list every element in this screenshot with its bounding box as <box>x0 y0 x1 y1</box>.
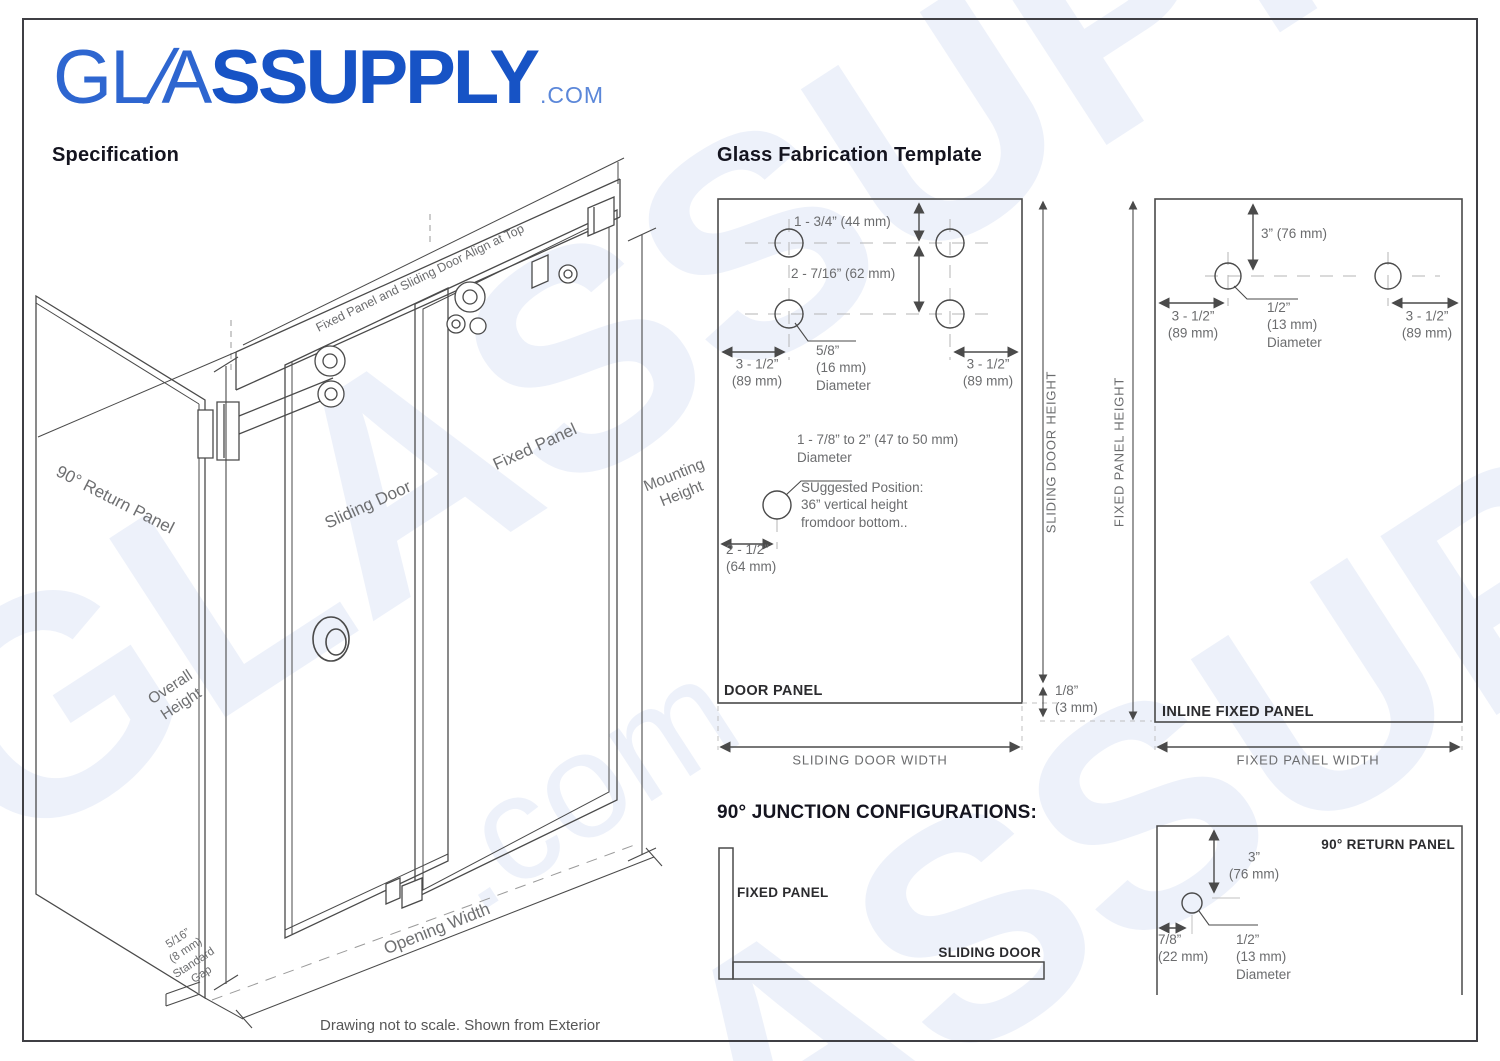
logo-text-bold: SSUPPLY <box>210 35 540 120</box>
specification-heading: Specification <box>52 144 180 166</box>
logo-text-a: A <box>161 35 213 120</box>
junction-heading: 90° JUNCTION CONFIGURATIONS: <box>717 802 1038 823</box>
return-dim-left: 7/8” (22 mm) <box>1158 932 1209 965</box>
door-hole-note: 5/8” (16 mm) Diameter <box>816 343 871 393</box>
logo-tld: .COM <box>540 82 605 108</box>
door-suggested-note: SUggested Position: 36” vertical height … <box>801 480 924 530</box>
inline-hole-note: 1/2” (13 mm) Diameter <box>1267 300 1322 350</box>
inline-dim-left: 3 - 1/2” (89 mm) <box>1167 308 1219 341</box>
sliding-door-height-label: SLIDING DOOR HEIGHT <box>1043 370 1059 534</box>
inline-dim-top: 3” (76 mm) <box>1261 226 1328 241</box>
inline-dim-right: 3 - 1/2” (89 mm) <box>1401 308 1453 341</box>
door-dim-left: 3 - 1/2” (89 mm) <box>731 356 783 389</box>
door-dim-handle: 2 - 1/2” (64 mm) <box>726 542 777 575</box>
inline-panel-diagram <box>1154 198 1463 753</box>
sliding-door-width-label: SLIDING DOOR WIDTH <box>792 752 948 768</box>
return-panel-title: 90° RETURN PANEL <box>1321 837 1455 852</box>
return-hole-note: 1/2” (13 mm) Diameter <box>1236 932 1291 982</box>
junction-fixed-panel-label: FIXED PANEL <box>737 885 829 900</box>
logo-text-light: GL <box>53 35 152 120</box>
fixed-panel-width-label: FIXED PANEL WIDTH <box>1236 752 1380 768</box>
glassupply-logo: GL/ASSUPPLY.COM <box>53 34 604 121</box>
drawing-caption: Drawing not to scale. Shown from Exterio… <box>320 1017 601 1034</box>
door-handle-dia-1: 1 - 7/8” to 2” (47 to 50 mm) <box>797 432 959 447</box>
inline-panel-title: INLINE FIXED PANEL <box>1162 704 1314 720</box>
junction-sliding-door-label: SLIDING DOOR <box>938 945 1041 960</box>
fixed-panel-height-label: FIXED PANEL HEIGHT <box>1111 376 1127 528</box>
junction-diagram <box>718 847 1045 980</box>
door-dim-right: 3 - 1/2” (89 mm) <box>962 356 1014 389</box>
door-panel-title: DOOR PANEL <box>724 683 823 699</box>
door-dim-mid: 2 - 7/16” (62 mm) <box>791 266 896 281</box>
door-dim-top: 1 - 3/4” (44 mm) <box>794 214 891 229</box>
door-panel-diagram <box>717 198 1152 753</box>
door-handle-dia-2: Diameter <box>797 450 852 465</box>
return-dim-top: 3” (76 mm) <box>1228 849 1280 882</box>
door-gap-dim: 1/8” (3 mm) <box>1055 683 1098 716</box>
iso-drawing <box>35 157 663 1029</box>
return-panel-diagram <box>1156 825 1463 995</box>
fabrication-template-heading: Glass Fabrication Template <box>717 144 982 166</box>
